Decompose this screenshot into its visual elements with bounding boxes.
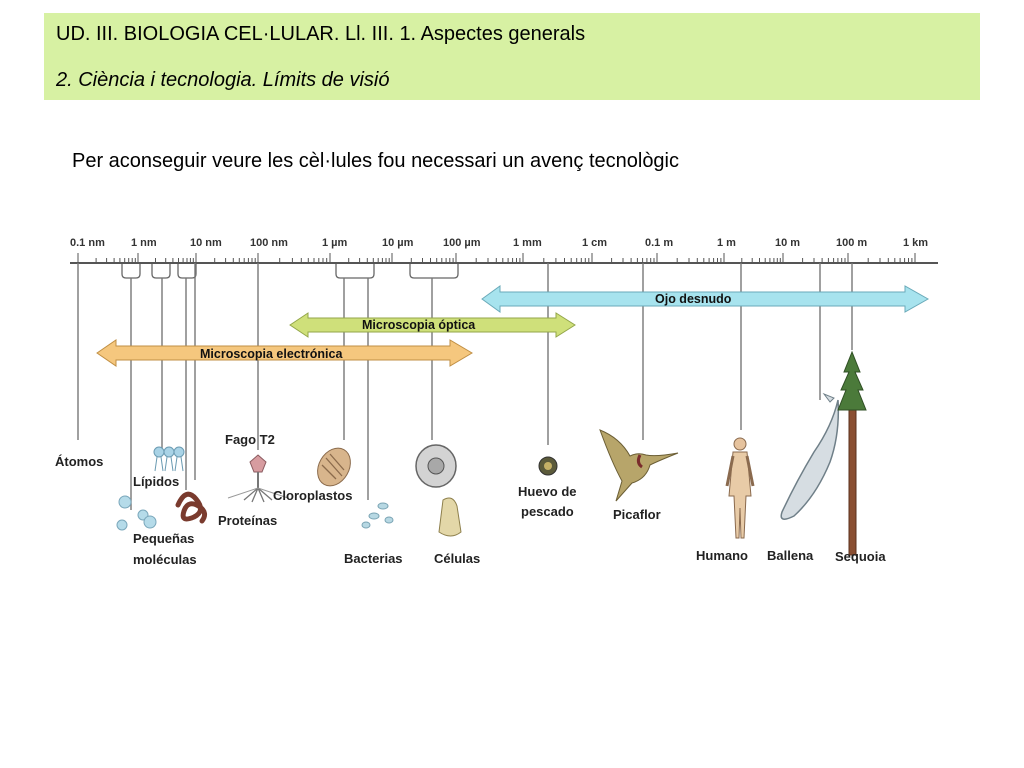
label-humano: Humano	[696, 548, 748, 563]
label-pequenas-line2: moléculas	[133, 552, 197, 567]
scale-label: 100 m	[836, 237, 867, 249]
item-labels: Átomos Lípidos Pequeñas moléculas Proteí…	[55, 432, 886, 567]
label-fago: Fago T2	[225, 432, 275, 447]
scale-label: 10 nm	[190, 237, 222, 249]
naked-eye-label: Ojo desnudo	[655, 292, 732, 306]
label-atomos: Átomos	[55, 454, 103, 469]
brackets	[121, 264, 459, 279]
header-title: UD. III. BIOLOGIA CEL·LULAR. Ll. III. 1.…	[56, 23, 586, 45]
scale-label: 100 µm	[443, 237, 481, 249]
hummingbird-illustration	[599, 429, 679, 502]
scale-label: 1 nm	[131, 237, 157, 249]
optical-label: Microscopia óptica	[362, 318, 476, 332]
range-naked-eye: Ojo desnudo	[481, 285, 930, 313]
label-sequoia: Sequoia	[835, 549, 886, 564]
range-optical: Microscopia óptica	[289, 312, 576, 338]
scale-label: 1 mm	[513, 237, 542, 249]
electron-label: Microscopia electrónica	[200, 347, 343, 361]
scale-label: 10 m	[775, 237, 800, 249]
scale-label: 1 km	[903, 237, 928, 249]
label-pequenas-line1: Pequeñas	[133, 531, 194, 546]
scale-label: 0.1 nm	[70, 237, 105, 249]
human-illustration	[725, 437, 755, 539]
scale-label: 10 µm	[382, 237, 414, 249]
fish-egg-illustration	[538, 456, 558, 476]
label-cloroplasto: Cloroplastos	[273, 488, 352, 503]
label-lipidos: Lípidos	[133, 474, 179, 489]
small-molecules-illustration	[116, 495, 157, 531]
whale-illustration	[780, 392, 840, 520]
label-picaflor: Picaflor	[613, 507, 661, 522]
lipids-illustration	[153, 446, 185, 472]
protein-illustration	[175, 491, 208, 524]
scale-label: 1 m	[717, 237, 736, 249]
label-bacterias: Bacterias	[344, 551, 403, 566]
label-huevo-line1: Huevo de	[518, 484, 577, 499]
scale-labels: 0.1 nm 1 nm 10 nm 100 nm 1 µm 10 µm 100 …	[70, 237, 928, 249]
scale-label: 1 µm	[322, 237, 348, 249]
label-ballena: Ballena	[767, 548, 814, 563]
scale-label: 0.1 m	[645, 237, 673, 249]
scale-label: 100 nm	[250, 237, 288, 249]
header-box: UD. III. BIOLOGIA CEL·LULAR. Ll. III. 1.…	[44, 13, 980, 100]
range-electron: Microscopia electrónica	[96, 339, 473, 367]
ruler	[70, 253, 938, 264]
cell-illustration	[415, 444, 462, 537]
header-subtitle: 2. Ciència i tecnologia. Límits de visió	[56, 69, 390, 91]
label-proteinas: Proteínas	[218, 513, 277, 528]
sequoia-illustration	[837, 350, 867, 556]
bacteria-illustration	[361, 502, 394, 529]
label-huevo-line2: pescado	[521, 504, 574, 519]
chloroplast-illustration	[317, 447, 351, 487]
phage-illustration	[227, 454, 289, 503]
label-celulas: Células	[434, 551, 480, 566]
scale-label: 1 cm	[582, 237, 607, 249]
intro-text: Per aconseguir veure les cèl·lules fou n…	[72, 150, 680, 172]
